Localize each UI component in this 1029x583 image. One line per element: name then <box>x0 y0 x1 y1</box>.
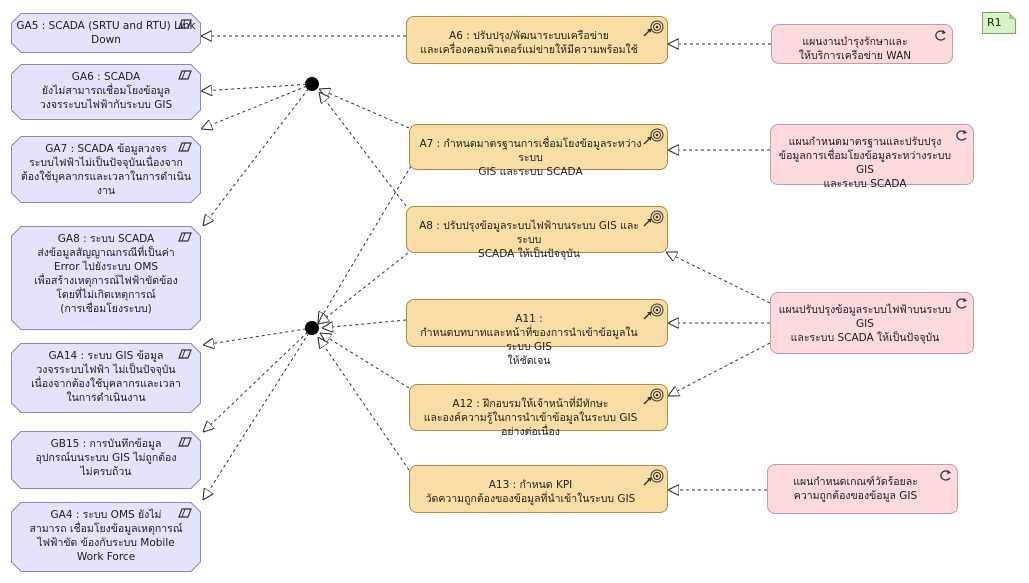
gap-ga4[interactable]: GA4 : ระบบ OMS ยังไม่ สามารถ เชื่อมโยงข้… <box>11 502 201 572</box>
gap-ga6-label: GA6 : SCADA ยังไม่สามารถเชื่อมโยงข้อมูล … <box>39 71 173 111</box>
gap-ga8-label: GA8 : ระบบ SCADA ส่งข้อมูลสัญญาณกรณีที่เ… <box>34 233 178 315</box>
page-fold-icon <box>1009 12 1016 19</box>
gap-ga6[interactable]: GA6 : SCADA ยังไม่สามารถเชื่อมโยงข้อมูล … <box>11 64 201 120</box>
work-package-wan-maintenance[interactable]: แผนงานบำรุงรักษาและ ให้บริการเครือข่าย W… <box>771 24 953 64</box>
connector-line <box>203 327 313 432</box>
junction-upper <box>305 77 319 91</box>
connector-line <box>320 333 410 389</box>
deliverable-icon <box>178 349 192 359</box>
gap-ga14[interactable]: GA14 : ระบบ GIS ข้อมูล วงจรระบบไฟฟ้า ไม่… <box>11 343 201 413</box>
work-package-gis-accuracy-kpi[interactable]: แผนกำหนดเกณฑ์วัดร้อยละ ความถูกต้องของข้อ… <box>767 464 958 514</box>
connector-line <box>318 165 412 323</box>
action-a12[interactable]: A12 : ฝึกอบรมให้เจ้าหน้าที่มีทักษะ และอง… <box>409 384 668 438</box>
work-package-icon <box>940 470 951 481</box>
action-a11-label: A11 : กำหนดบทบาทและหน้าที่ของการนำเข้าข้… <box>420 313 638 367</box>
target-icon <box>650 303 664 317</box>
target-icon <box>650 469 664 483</box>
arrow-icon <box>643 28 652 37</box>
gap-ga5[interactable]: GA5 : SCADA (SRTU and RTU) Link Down <box>11 13 201 53</box>
connector-line <box>201 83 313 91</box>
tag-r1-label: R1 <box>987 16 1002 29</box>
deliverable-icon <box>178 70 192 80</box>
target-icon <box>650 210 664 224</box>
gap-ga8[interactable]: GA8 : ระบบ SCADA ส่งข้อมูลสัญญาณกรณีที่เ… <box>11 226 201 330</box>
work-package-gis-scada-standard[interactable]: แผนกำหนดมาตรฐานและปรับปรุง ข้อมูลการเชื่… <box>770 124 974 190</box>
work-package-icon <box>956 130 967 141</box>
action-a7[interactable]: A7 : กำหนดมาตรฐานการเชื่อมโยงข้อมูลระหว่… <box>409 124 668 178</box>
work-package-gis-scada-standard-label: แผนกำหนดมาตรฐานและปรับปรุง ข้อมูลการเชื่… <box>778 136 952 190</box>
connector-line <box>203 327 313 345</box>
action-a13-label: A13 : กำหนด KPI วัดความถูกต้องของข้อมูลท… <box>425 479 636 505</box>
target-icon <box>650 128 664 142</box>
connector-line <box>201 83 313 129</box>
gap-ga7-label: GA7 : SCADA ข้อมูลวงจร ระบบไฟฟ้าไม่เป็นป… <box>20 143 192 197</box>
arrow-icon <box>643 136 652 145</box>
arrow-icon <box>643 218 652 227</box>
work-package-gis-scada-update-label: แผนปรับปรุงข้อมูลระบบไฟฟ้าบนระบบ GIS และ… <box>778 304 952 344</box>
gap-ga14-label: GA14 : ระบบ GIS ข้อมูล วงจรระบบไฟฟ้า ไม่… <box>31 350 181 404</box>
gap-gb15-label: GB15 : การบันทึกข้อมูล อุปกรณ์บนระบบ GIS… <box>35 438 177 478</box>
connector-line <box>322 319 407 328</box>
gap-ga7[interactable]: GA7 : SCADA ข้อมูลวงจร ระบบไฟฟ้าไม่เป็นป… <box>11 136 201 203</box>
connector-line <box>203 83 313 226</box>
work-package-icon <box>935 30 946 41</box>
junction-lower <box>305 321 319 335</box>
connector-line <box>318 252 409 324</box>
deliverable-icon <box>178 19 192 29</box>
action-a6-label: A6 : ปรับปรุง/พัฒนาระบบเครือข่าย และเครื… <box>420 30 638 56</box>
deliverable-icon <box>178 437 192 447</box>
tag-r1[interactable]: R1 <box>982 12 1016 34</box>
deliverable-icon <box>178 142 192 152</box>
target-icon <box>650 388 664 402</box>
gap-ga4-label: GA4 : ระบบ OMS ยังไม่ สามารถ เชื่อมโยงข้… <box>29 509 183 563</box>
connector-line <box>318 337 410 471</box>
arrow-icon <box>643 477 652 486</box>
connector-line <box>319 89 410 129</box>
action-a11[interactable]: A11 : กำหนดบทบาทและหน้าที่ของการนำเข้าข้… <box>406 299 668 367</box>
action-a8[interactable]: A8 : ปรับปรุงข้อมูลระบบไฟฟ้าบนระบบ GIS แ… <box>406 206 668 260</box>
work-package-gis-scada-update[interactable]: แผนปรับปรุงข้อมูลระบบไฟฟ้าบนระบบ GIS และ… <box>770 292 974 354</box>
work-package-wan-maintenance-label: แผนงานบำรุงรักษาและ ให้บริการเครือข่าย W… <box>798 36 912 62</box>
connector-line <box>319 92 407 207</box>
action-a6[interactable]: A6 : ปรับปรุง/พัฒนาระบบเครือข่าย และเครื… <box>406 16 668 64</box>
arrow-icon <box>643 311 652 320</box>
work-package-icon <box>956 298 967 309</box>
action-a13[interactable]: A13 : กำหนด KPI วัดความถูกต้องของข้อมูลท… <box>409 465 668 513</box>
action-a8-label: A8 : ปรับปรุงข้อมูลระบบไฟฟ้าบนระบบ GIS แ… <box>419 220 639 260</box>
action-a7-label: A7 : กำหนดมาตรฐานการเชื่อมโยงข้อมูลระหว่… <box>419 138 642 178</box>
gap-gb15[interactable]: GB15 : การบันทึกข้อมูล อุปกรณ์บนระบบ GIS… <box>11 431 201 489</box>
connector-line <box>203 327 313 500</box>
deliverable-icon <box>178 508 192 518</box>
arrow-icon <box>643 396 652 405</box>
connector-line <box>668 342 771 396</box>
deliverable-icon <box>178 232 192 242</box>
action-a12-label: A12 : ฝึกอบรมให้เจ้าหน้าที่มีทักษะ และอง… <box>423 398 638 438</box>
connector-line <box>666 252 771 304</box>
target-icon <box>650 20 664 34</box>
gap-ga5-label: GA5 : SCADA (SRTU and RTU) Link Down <box>16 20 196 46</box>
work-package-gis-accuracy-kpi-label: แผนกำหนดเกณฑ์วัดร้อยละ ความถูกต้องของข้อ… <box>793 476 918 502</box>
